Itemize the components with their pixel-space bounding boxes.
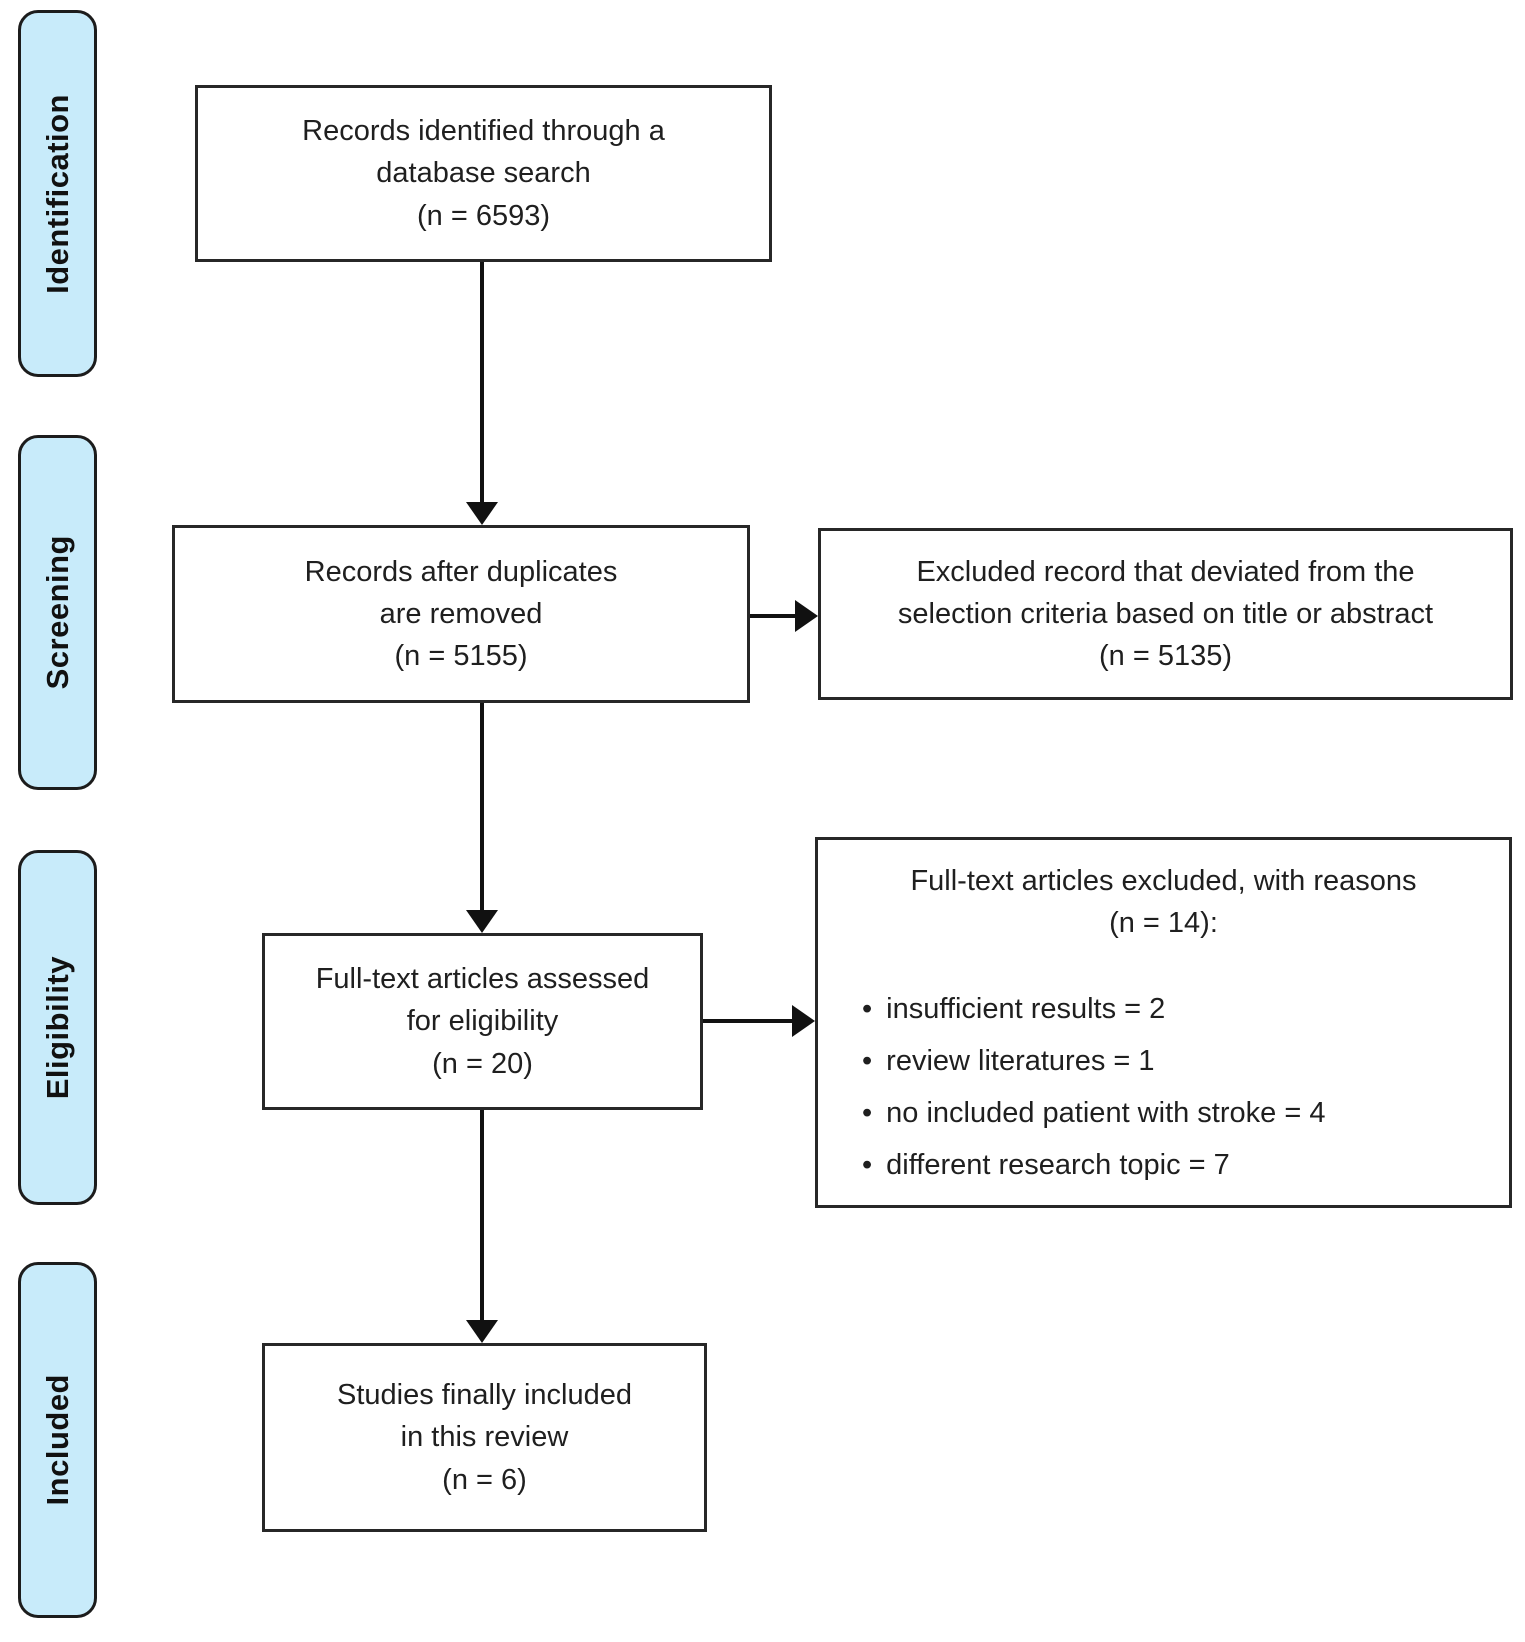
- arrow-head-right-icon: [792, 1005, 815, 1037]
- arrow-head-right-icon: [795, 600, 818, 632]
- box-fulltext-excluded-title: Full-text articles excluded, with reason…: [910, 865, 1417, 940]
- stage-label-included: Included: [18, 1262, 97, 1618]
- stage-label-screening: Screening: [18, 435, 97, 790]
- arrow-head-down-icon: [466, 1320, 498, 1343]
- arrow-line: [703, 1019, 795, 1023]
- stage-label-eligibility: Eligibility: [18, 850, 97, 1205]
- box-fulltext-excluded: Full-text articles excluded, with reason…: [815, 837, 1512, 1208]
- box-records-identified-text: Records identified through a database se…: [302, 115, 665, 232]
- arrow-head-down-icon: [466, 502, 498, 525]
- box-excluded-screening-text: Excluded record that deviated from the s…: [897, 555, 1434, 673]
- arrow-identified-to-deduplicated-icon: [466, 262, 498, 525]
- arrow-line: [750, 614, 798, 618]
- exclusion-reasons-list: insufficient results = 2 review literatu…: [818, 988, 1509, 1186]
- box-studies-included-text: Studies finally included in this review …: [336, 1379, 632, 1496]
- exclusion-reason-item: insufficient results = 2: [862, 988, 1499, 1030]
- arrow-assessed-to-excluded-icon: [703, 1005, 815, 1037]
- arrow-line: [480, 1110, 484, 1323]
- box-records-deduplicated-text: Records after duplicates are removed (n …: [304, 555, 618, 673]
- stage-label-included-text: Included: [39, 1374, 75, 1506]
- arrow-deduplicated-to-excluded-icon: [750, 600, 818, 632]
- box-fulltext-assessed: Full-text articles assessed for eligibil…: [262, 933, 703, 1110]
- exclusion-reason-item: different research topic = 7: [862, 1144, 1499, 1186]
- box-records-identified: Records identified through a database se…: [195, 85, 772, 262]
- box-records-deduplicated: Records after duplicates are removed (n …: [172, 525, 750, 703]
- box-fulltext-assessed-text: Full-text articles assessed for eligibil…: [315, 963, 650, 1080]
- arrow-line: [480, 703, 484, 913]
- stage-label-identification-text: Identification: [39, 93, 75, 294]
- exclusion-reason-item: no included patient with stroke = 4: [862, 1092, 1499, 1134]
- box-studies-included: Studies finally included in this review …: [262, 1343, 707, 1532]
- arrow-line: [480, 262, 484, 505]
- arrow-head-down-icon: [466, 910, 498, 933]
- stage-label-identification: Identification: [18, 10, 97, 377]
- stage-label-eligibility-text: Eligibility: [39, 955, 75, 1100]
- exclusion-reason-item: review literatures = 1: [862, 1040, 1499, 1082]
- box-excluded-screening: Excluded record that deviated from the s…: [818, 528, 1513, 700]
- arrow-assessed-to-included-icon: [466, 1110, 498, 1343]
- arrow-deduplicated-to-assessed-icon: [466, 703, 498, 933]
- stage-label-screening-text: Screening: [39, 535, 75, 690]
